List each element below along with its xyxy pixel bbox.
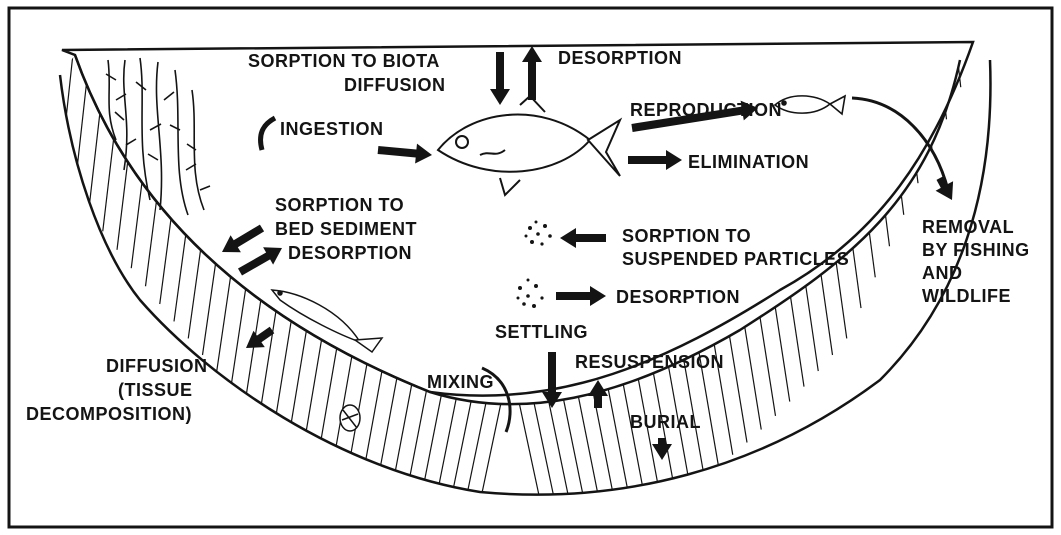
label-resuspension: RESUSPENSION (575, 352, 724, 372)
label-sorption-to-particles: SORPTION TO (622, 226, 751, 246)
label-desorption-particles: DESORPTION (616, 287, 740, 307)
label-diffusion-bottom: DIFFUSION (106, 356, 208, 376)
label-mixing: MIXING (427, 372, 494, 392)
water-body (62, 42, 973, 396)
label-and: AND (922, 263, 963, 283)
label-tissue: (TISSUE (118, 380, 193, 400)
label-by-fishing: BY FISHING (922, 240, 1030, 260)
label-sorption-to-biota: SORPTION TO BIOTA (248, 51, 440, 71)
label-settling: SETTLING (495, 322, 588, 342)
label-decomposition: DECOMPOSITION) (26, 404, 192, 424)
label-diffusion-top: DIFFUSION (344, 75, 446, 95)
arrow-resuspension (588, 380, 608, 408)
label-ingestion: INGESTION (280, 119, 384, 139)
label-bed-sediment: BED SEDIMENT (275, 219, 417, 239)
label-sorption-to-bed: SORPTION TO (275, 195, 404, 215)
label-burial: BURIAL (630, 412, 701, 432)
label-elimination: ELIMINATION (688, 152, 809, 172)
label-suspended-particles: SUSPENDED PARTICLES (622, 249, 849, 269)
label-wildlife: WILDLIFE (922, 286, 1011, 306)
label-reproduction: REPRODUCTION (630, 100, 782, 120)
arrow-diffusion-bottom (246, 327, 274, 348)
label-desorption-bed: DESORPTION (288, 243, 412, 263)
label-removal: REMOVAL (922, 217, 1014, 237)
shell (340, 405, 360, 431)
label-desorption-top: DESORPTION (558, 48, 682, 68)
